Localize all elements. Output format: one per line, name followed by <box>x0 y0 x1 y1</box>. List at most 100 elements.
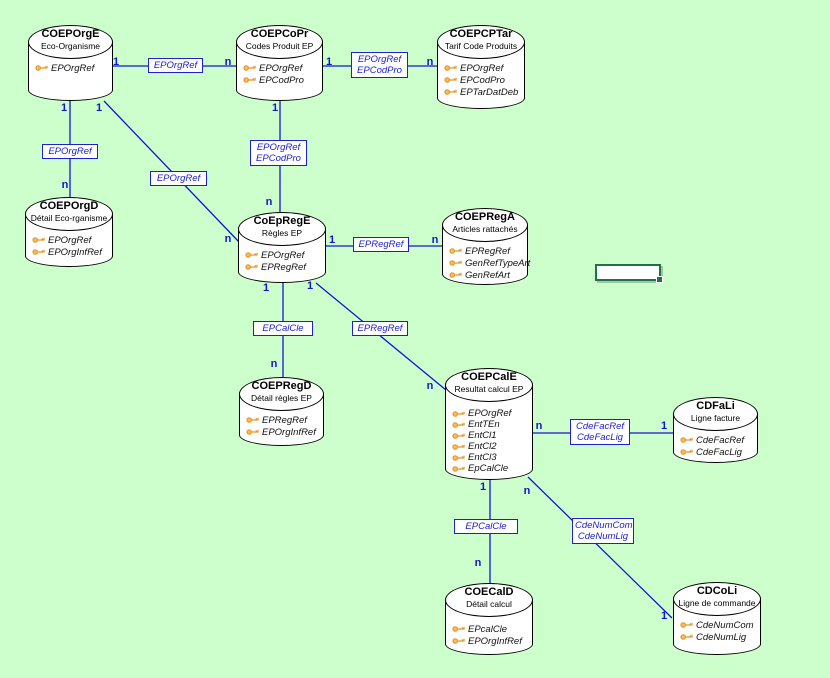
field-row: GenRefTypeArt <box>449 257 531 269</box>
entity-fields: EPOrgRef <box>35 62 112 74</box>
cardinality-marker: 1 <box>60 102 68 114</box>
relation-label-eporgref-epcodpro-2[interactable]: EPOrgRef EPCodPro <box>250 140 307 166</box>
field-row: EPOrgRef <box>32 234 112 246</box>
relation-label-epregref-1[interactable]: EPRegRef <box>353 237 409 252</box>
relation-label-eporgref-2[interactable]: EPOrgRef <box>42 144 98 159</box>
relation-label-eporgref-epcodpro-1[interactable]: EPOrgRef EPCodPro <box>351 52 408 78</box>
relation-label-eporgref-1[interactable]: EPOrgRef <box>148 58 203 73</box>
entity-cdfali[interactable]: CDFaLi Ligne facture CdeFacRef CdeFacLig <box>673 397 758 463</box>
key-icon <box>444 77 457 83</box>
field-row: EPOrgInfRef <box>246 426 323 438</box>
entity-subtitle: Détail calcul <box>466 599 512 609</box>
key-icon <box>449 248 462 254</box>
key-icon <box>243 65 256 71</box>
entity-cdcoli[interactable]: CDCoLi Ligne de commande CdeNumCom CdeNu… <box>673 582 761 655</box>
entity-fields: EPRegRef GenRefTypeArt GenRefArt <box>449 245 531 281</box>
entity-title: CoEpRegE <box>253 215 311 227</box>
field-row: EPOrgRef <box>452 408 532 419</box>
key-icon <box>246 429 259 435</box>
cardinality-marker: n <box>265 196 273 208</box>
key-icon <box>35 65 48 71</box>
entity-coepcptar[interactable]: COEPCPTar Tarif Code Produits EPOrgRef E… <box>437 25 525 109</box>
key-icon <box>245 252 258 258</box>
relation-label-eporgref-3[interactable]: EPOrgRef <box>150 171 207 186</box>
field-name: EntCl1 <box>468 430 497 441</box>
cardinality-marker: 1 <box>112 56 120 68</box>
cardinality-marker: n <box>270 358 278 370</box>
relation-label-epcalcle-1[interactable]: EPCalCle <box>253 321 313 336</box>
relation-label-cdenumcom-cdenumlig[interactable]: CdeNumCom CdeNumLig <box>572 518 634 544</box>
entity-coepregd[interactable]: COEPRegD Détail règles EP EPRegRef EPOrg… <box>239 377 324 446</box>
key-icon <box>452 421 465 428</box>
key-icon <box>452 443 465 450</box>
key-icon <box>32 249 45 255</box>
field-row: EPOrgRef <box>243 62 322 74</box>
entity-title: COEPCalE <box>461 371 517 383</box>
entity-coeprega[interactable]: COEPRegA Articles rattachés EPRegRef Gen… <box>442 208 531 285</box>
relation-label-text: EPOrgRef <box>156 173 201 184</box>
entity-coecald[interactable]: COECalD Détail calcul EPcalCle EPOrgInfR… <box>445 583 533 655</box>
field-row: EPRegRef <box>245 261 325 273</box>
fill-handle[interactable] <box>656 276 663 283</box>
relation-label-text: EPRegRef <box>357 323 403 334</box>
field-name: CdeFacLig <box>696 446 742 458</box>
cylinder-shape <box>25 197 113 231</box>
field-name: EPOrgInfRef <box>48 246 102 258</box>
relation-label-text: CdeFacRef <box>575 421 625 432</box>
field-name: GenRefArt <box>465 269 510 281</box>
field-row: CdeFacRef <box>680 434 757 446</box>
entity-subtitle: Resultat calcul EP <box>454 384 524 394</box>
key-icon <box>245 264 258 270</box>
relation-label-epregref-2[interactable]: EPRegRef <box>352 321 408 336</box>
key-icon <box>452 410 465 417</box>
field-name: EPOrgRef <box>468 408 512 419</box>
cylinder-shape <box>673 582 761 616</box>
field-row: EPRegRef <box>246 414 323 426</box>
relation-label-cdefacref-cdefaclig[interactable]: CdeFacRef CdeFacLig <box>570 419 630 445</box>
relation-label-text: EPCalCle <box>465 521 507 532</box>
relation-label-text: CdeNumLig <box>577 531 629 542</box>
field-row: EpCalCle <box>452 463 532 474</box>
key-icon <box>243 77 256 83</box>
field-row: EPRegRef <box>449 245 527 257</box>
key-icon <box>680 437 693 443</box>
entity-title: CDCoLi <box>696 585 738 597</box>
entity-coeporgd[interactable]: COEPOrgD Détail Eco-rganisme EPOrgRef EP… <box>25 197 113 267</box>
entity-title: COEPCoPr <box>250 28 309 40</box>
entity-title: COEPOrgE <box>41 28 100 40</box>
cardinality-marker: 1 <box>271 102 279 114</box>
field-name: GenRefTypeArt <box>465 257 531 269</box>
key-icon <box>452 465 465 472</box>
entity-coepcale[interactable]: COEPCalE Resultat calcul EP EPOrgRef Ent… <box>445 368 533 480</box>
entity-fields: EPOrgRef EntTEn EntCl1 EntCl2 EntCl3 EpC… <box>452 408 532 474</box>
relation-label-text: EPOrgRef <box>153 60 198 71</box>
key-icon <box>452 432 465 439</box>
selected-cell[interactable] <box>595 264 663 283</box>
cardinality-marker: 1 <box>306 280 314 292</box>
field-name: CdeFacRef <box>696 434 745 446</box>
entity-fields: CdeFacRef CdeFacLig <box>680 434 757 458</box>
field-row: EPOrgInfRef <box>452 635 532 647</box>
cardinality-marker: 1 <box>328 234 336 246</box>
field-name: EPOrgRef <box>259 62 303 74</box>
key-icon <box>449 272 462 278</box>
entity-subtitle: Ligne facture <box>690 413 741 423</box>
entity-fields: CdeNumCom CdeNumLig <box>680 619 760 643</box>
cylinder-shape <box>445 583 533 617</box>
relation-label-text: EPCodPro <box>357 65 402 76</box>
key-icon <box>452 454 465 461</box>
cylinder-shape <box>673 397 758 431</box>
relation-label-text: CdeFacLig <box>577 432 623 443</box>
key-icon <box>680 634 693 640</box>
entity-coeporge[interactable]: COEPOrgE Eco-Organisme EPOrgRef <box>28 25 113 101</box>
relation-line-cale-cdcoli <box>527 476 673 619</box>
entity-subtitle: Ligne de commande <box>678 598 756 608</box>
relation-label-epcalcle-2[interactable]: EPCalCle <box>454 519 518 534</box>
entity-coepcopr[interactable]: COEPCoPr Codes Produit EP EPOrgRef EPCod… <box>236 25 323 101</box>
field-row: EntTEn <box>452 419 532 430</box>
field-row: EntCl3 <box>452 452 532 463</box>
entity-coeprege[interactable]: CoEpRegE Règles EP EPOrgRef EPRegRef <box>238 212 326 283</box>
cardinality-marker: n <box>61 179 69 191</box>
cardinality-marker: 1 <box>479 481 487 493</box>
cardinality-marker: n <box>474 557 482 569</box>
